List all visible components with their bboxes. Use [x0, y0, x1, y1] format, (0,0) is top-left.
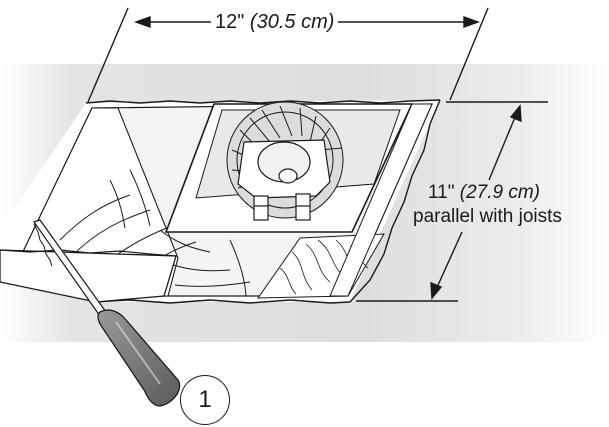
height-dimension-arrow: [430, 104, 522, 300]
extension-line-right: [449, 7, 489, 101]
cut-edge-top: [85, 99, 441, 104]
height-dimension-label: 11" (27.9 cm): [428, 183, 540, 202]
extension-line-left: [87, 7, 129, 103]
step-number-badge: 1: [180, 375, 230, 425]
height-dimension-value: 11": [428, 182, 455, 203]
saw-teeth: [33, 223, 53, 267]
keyhole-saw: [33, 219, 181, 407]
drywall-edge-right: [329, 103, 433, 297]
cut-edge-right: [349, 99, 441, 303]
insulation-curves: [59, 169, 251, 297]
width-dimension-value: 12": [215, 11, 245, 33]
width-dimension-metric: (30.5 cm): [249, 11, 335, 33]
drywall-flap: [0, 249, 177, 303]
width-dimension-label: 12" (30.5 cm): [211, 11, 339, 33]
saw-handle: [97, 309, 181, 407]
flap-edge: [0, 249, 177, 257]
cut-edge-bottom: [91, 299, 351, 304]
height-dimension-note: parallel with joists: [413, 206, 562, 227]
height-dimension-metric: (27.9 cm): [459, 182, 540, 203]
step-number: 1: [198, 386, 212, 413]
fan-motor: [237, 139, 331, 221]
